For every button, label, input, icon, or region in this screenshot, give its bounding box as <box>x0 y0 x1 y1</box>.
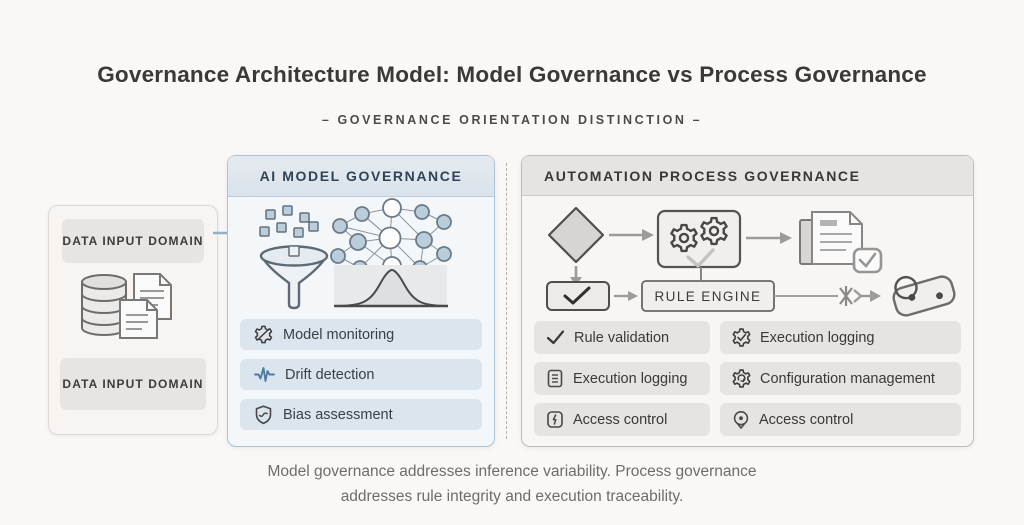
process-governance-item: Configuration management <box>720 362 961 395</box>
model-governance-item: Drift detection <box>240 359 482 390</box>
item-label: Bias assessment <box>283 406 393 423</box>
checkbox-icon <box>546 281 610 311</box>
data-input-domain-label-bottom: DATA INPUT DOMAIN <box>60 358 206 410</box>
ai-model-governance-title: AI MODEL GOVERNANCE <box>228 156 494 197</box>
page-subtitle: – GOVERNANCE ORIENTATION DISTINCTION – <box>321 113 703 127</box>
gear-refresh-icon <box>732 369 751 388</box>
item-label: Rule validation <box>574 329 670 346</box>
bell-curve-icon <box>334 265 449 308</box>
tag-icon <box>892 275 956 317</box>
footer-caption-line2: addresses rule integrity and execution t… <box>340 488 684 505</box>
gate-asterisk-icon <box>774 286 881 306</box>
item-label: Model monitoring <box>283 326 395 343</box>
gear-slash-icon <box>254 325 273 344</box>
process-governance-item: Execution logging <box>720 321 961 354</box>
footer-caption-line1: Model governance addresses inference var… <box>267 463 757 480</box>
shield-icon <box>255 404 272 424</box>
automation-process-governance-title: AUTOMATION PROCESS GOVERNANCE <box>522 156 973 196</box>
decision-diamond-icon <box>547 206 605 264</box>
location-pin-icon <box>733 410 749 429</box>
ai-model-governance-panel: AI MODEL GOVERNANCE <box>227 155 495 447</box>
item-label: Execution logging <box>573 370 688 387</box>
process-governance-item: Access control <box>534 403 710 436</box>
data-input-domain-box: DATA INPUT DOMAIN DATA INPUT DOMAIN <box>48 205 218 435</box>
automation-process-governance-panel: AUTOMATION PROCESS GOVERNANCE <box>521 155 974 447</box>
check-icon <box>546 330 565 345</box>
item-label: Access control <box>573 411 668 428</box>
item-label: Drift detection <box>285 366 375 383</box>
page-title: Governance Architecture Model: Model Gov… <box>97 62 927 87</box>
process-flowchart: RULE ENGINE <box>546 206 956 317</box>
process-governance-item: Rule validation <box>534 321 710 354</box>
rule-engine-box: RULE ENGINE <box>641 280 775 312</box>
process-governance-item: Access control <box>720 403 961 436</box>
document-lines-icon <box>547 369 563 388</box>
neural-network-icon <box>330 198 452 276</box>
data-input-domain-label-top: DATA INPUT DOMAIN <box>62 219 204 263</box>
waveform-icon <box>254 367 275 382</box>
item-label: Access control <box>759 411 854 428</box>
model-governance-item: Bias assessment <box>240 399 482 430</box>
bolt-bracket-icon <box>547 411 563 428</box>
item-label: Configuration management <box>760 370 935 387</box>
item-label: Execution logging <box>760 329 875 346</box>
process-governance-item: Execution logging <box>534 362 710 395</box>
panel-divider <box>506 163 507 439</box>
funnel-icon <box>259 205 329 310</box>
gear-check-icon <box>732 328 751 347</box>
model-governance-item: Model monitoring <box>240 319 482 350</box>
document-check-icon <box>799 211 883 274</box>
rule-engine-label: RULE ENGINE <box>655 289 762 304</box>
gears-box-icon <box>656 209 742 269</box>
database-documents-icon <box>81 273 172 339</box>
